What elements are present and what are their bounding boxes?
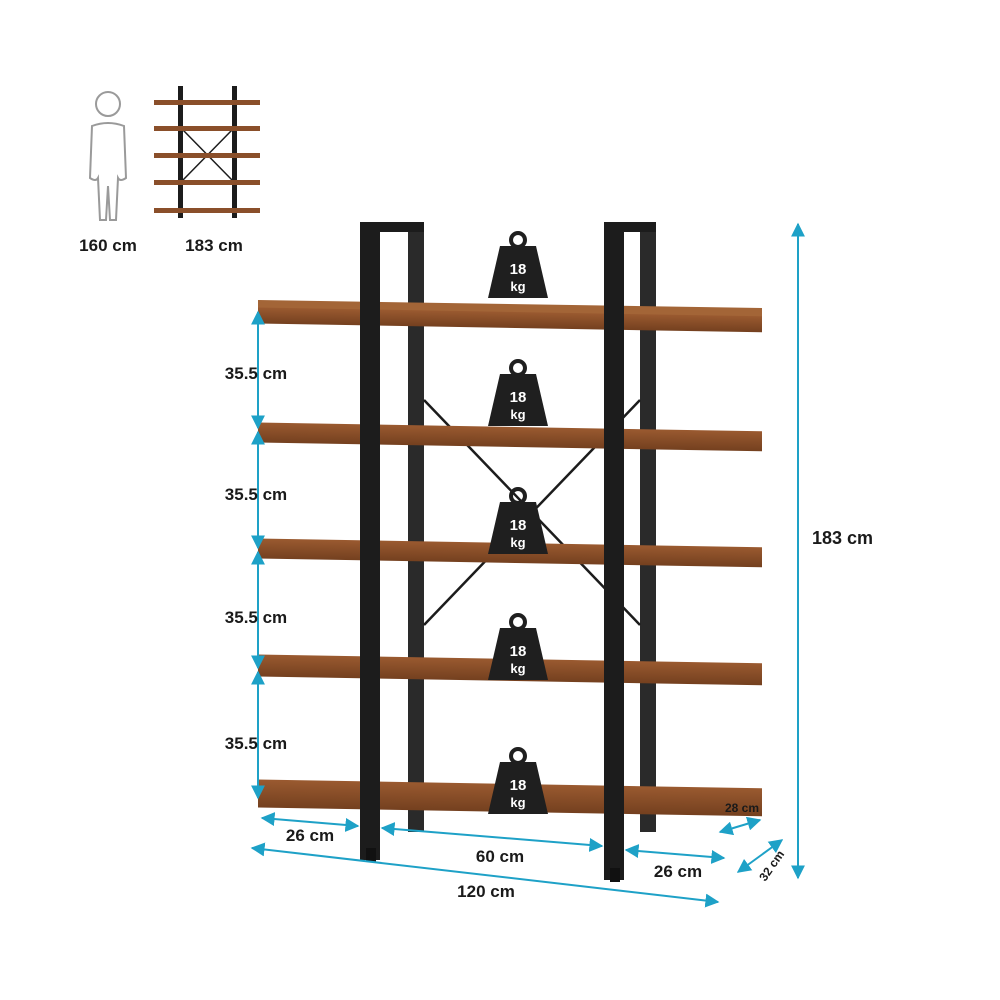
spacing-label-4: 35.5 cm [225, 734, 287, 753]
load-unit: kg [510, 661, 525, 676]
load-badge-5: 18 kg [488, 747, 548, 814]
person-height-label: 160 cm [79, 236, 137, 255]
shelf-miniature-icon [154, 86, 260, 218]
left-top-rail [360, 222, 424, 232]
right-overhang-dim [624, 844, 726, 864]
scale-reference: 160 cm 183 cm [79, 86, 260, 255]
height-label: 183 cm [812, 528, 873, 548]
dimension-lines [250, 222, 805, 908]
weight-icon [488, 628, 548, 680]
left-foot [366, 848, 376, 862]
total-width-label: 120 cm [457, 882, 515, 901]
dimension-labels: 35.5 cm 35.5 cm 35.5 cm 35.5 cm 183 cm 2… [225, 364, 873, 901]
load-badge-2: 18 kg [488, 359, 548, 426]
shelf-height-label: 183 cm [185, 236, 243, 255]
load-unit: kg [510, 279, 525, 294]
spacing-label-2: 35.5 cm [225, 485, 287, 504]
load-unit: kg [510, 407, 525, 422]
load-value: 18 [510, 777, 527, 794]
weight-icon [488, 502, 548, 554]
weight-icon [488, 246, 548, 298]
total-depth-label: 32 cm [756, 848, 787, 884]
load-value: 18 [510, 643, 527, 660]
spacing-label-1: 35.5 cm [225, 364, 287, 383]
spacing-label-3: 35.5 cm [225, 608, 287, 627]
left-overhang-dim [260, 812, 360, 832]
weight-icon [488, 762, 548, 814]
shelf-1 [258, 300, 762, 333]
right-overhang-label: 26 cm [654, 862, 702, 881]
weight-icon [488, 374, 548, 426]
total-width-dim [250, 842, 720, 908]
load-badges: 18 kg 18 kg 18 kg 18 kg 18 kg [488, 231, 548, 814]
load-value: 18 [510, 389, 527, 406]
shelf-depth-dim [718, 816, 762, 836]
total-depth-dim [736, 839, 784, 873]
load-unit: kg [510, 535, 525, 550]
shelf-2 [258, 422, 762, 452]
inner-width-label: 60 cm [476, 847, 524, 866]
inner-width-dim [380, 822, 604, 852]
left-overhang-label: 26 cm [286, 826, 334, 845]
load-badge-3: 18 kg [488, 487, 548, 554]
front-right-post [604, 222, 624, 880]
shelf-depth-label: 28 cm [725, 801, 759, 815]
person-silhouette-icon [88, 91, 128, 221]
load-badge-4: 18 kg [488, 613, 548, 680]
load-value: 18 [510, 517, 527, 534]
right-foot [610, 868, 620, 882]
right-top-rail [604, 222, 656, 232]
load-unit: kg [510, 795, 525, 810]
load-badge-1: 18 kg [488, 231, 548, 298]
back-left-post [408, 222, 424, 832]
load-value: 18 [510, 261, 527, 278]
front-left-post [360, 222, 380, 860]
